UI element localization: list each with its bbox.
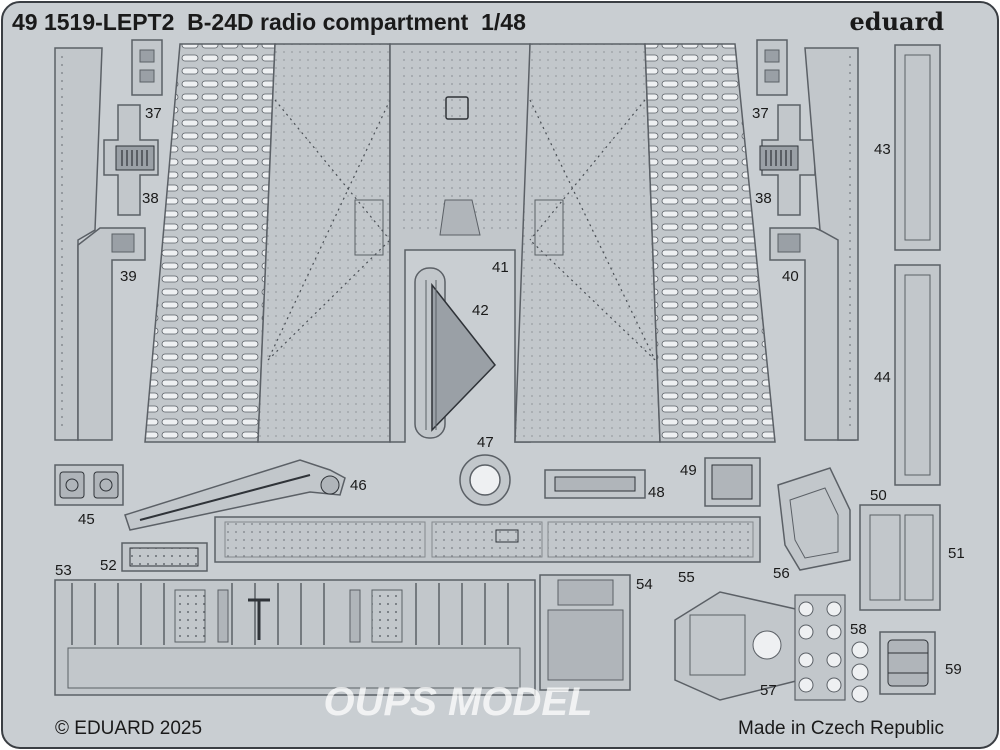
part-44 [894,264,941,486]
part-47 [459,454,511,506]
part-number-45: 45 [78,511,95,528]
part-number-57: 57 [760,682,777,699]
part-number-59: 59 [945,661,962,678]
part-number-40: 40 [782,268,799,285]
part-number-54: 54 [636,576,653,593]
part-39 [77,227,146,441]
part-floor-center [389,43,531,443]
part-number-56: 56 [773,565,790,582]
part-number-46: 46 [350,477,367,494]
part-57 [674,591,801,701]
part-number-38a: 38 [142,190,159,207]
part-number-51: 51 [948,545,965,562]
part-number-42: 42 [472,302,489,319]
part-45 [54,464,124,506]
part-number-50: 50 [870,487,887,504]
part-floor-right-wing [514,43,776,443]
part-43 [894,44,941,251]
part-number-41: 41 [492,259,509,276]
part-53 [54,579,536,696]
part-left-side-strip [54,47,103,441]
part-42 [414,267,496,439]
part-52 [121,542,208,572]
brand-logo: eduard [850,7,945,36]
part-number-52: 52 [100,557,117,574]
part-number-55: 55 [678,569,695,586]
part-number-38b: 38 [755,190,772,207]
part-floor-left-wing [144,43,391,443]
copyright-text: © EDUARD 2025 [55,718,202,739]
origin-text: Made in Czech Republic [738,718,944,739]
part-59 [879,631,936,695]
part-number-44: 44 [874,369,891,386]
part-right-side-strip [804,47,859,441]
part-50 [859,504,941,611]
part-56 [777,467,851,571]
part-37-left [131,39,163,96]
fret-title: 49 1519-LEPT2 B-24D radio compartment 1/… [12,9,526,35]
part-number-47: 47 [477,434,494,451]
part-number-48: 48 [648,484,665,501]
part-number-39: 39 [120,268,137,285]
part-38-right [759,104,816,216]
part-49 [704,457,761,507]
part-38-left [103,104,159,216]
part-48 [544,469,646,499]
watermark-text: OUPS MODEL [324,680,593,724]
part-58 [794,594,869,703]
part-55 [214,516,761,563]
part-number-37a: 37 [145,105,162,122]
part-number-37b: 37 [752,105,769,122]
part-number-43: 43 [874,141,891,158]
part-46 [124,459,346,531]
part-37-right [756,39,788,96]
part-number-58: 58 [850,621,867,638]
part-54 [539,574,631,691]
part-number-53: 53 [55,562,72,579]
part-number-49: 49 [680,462,697,479]
